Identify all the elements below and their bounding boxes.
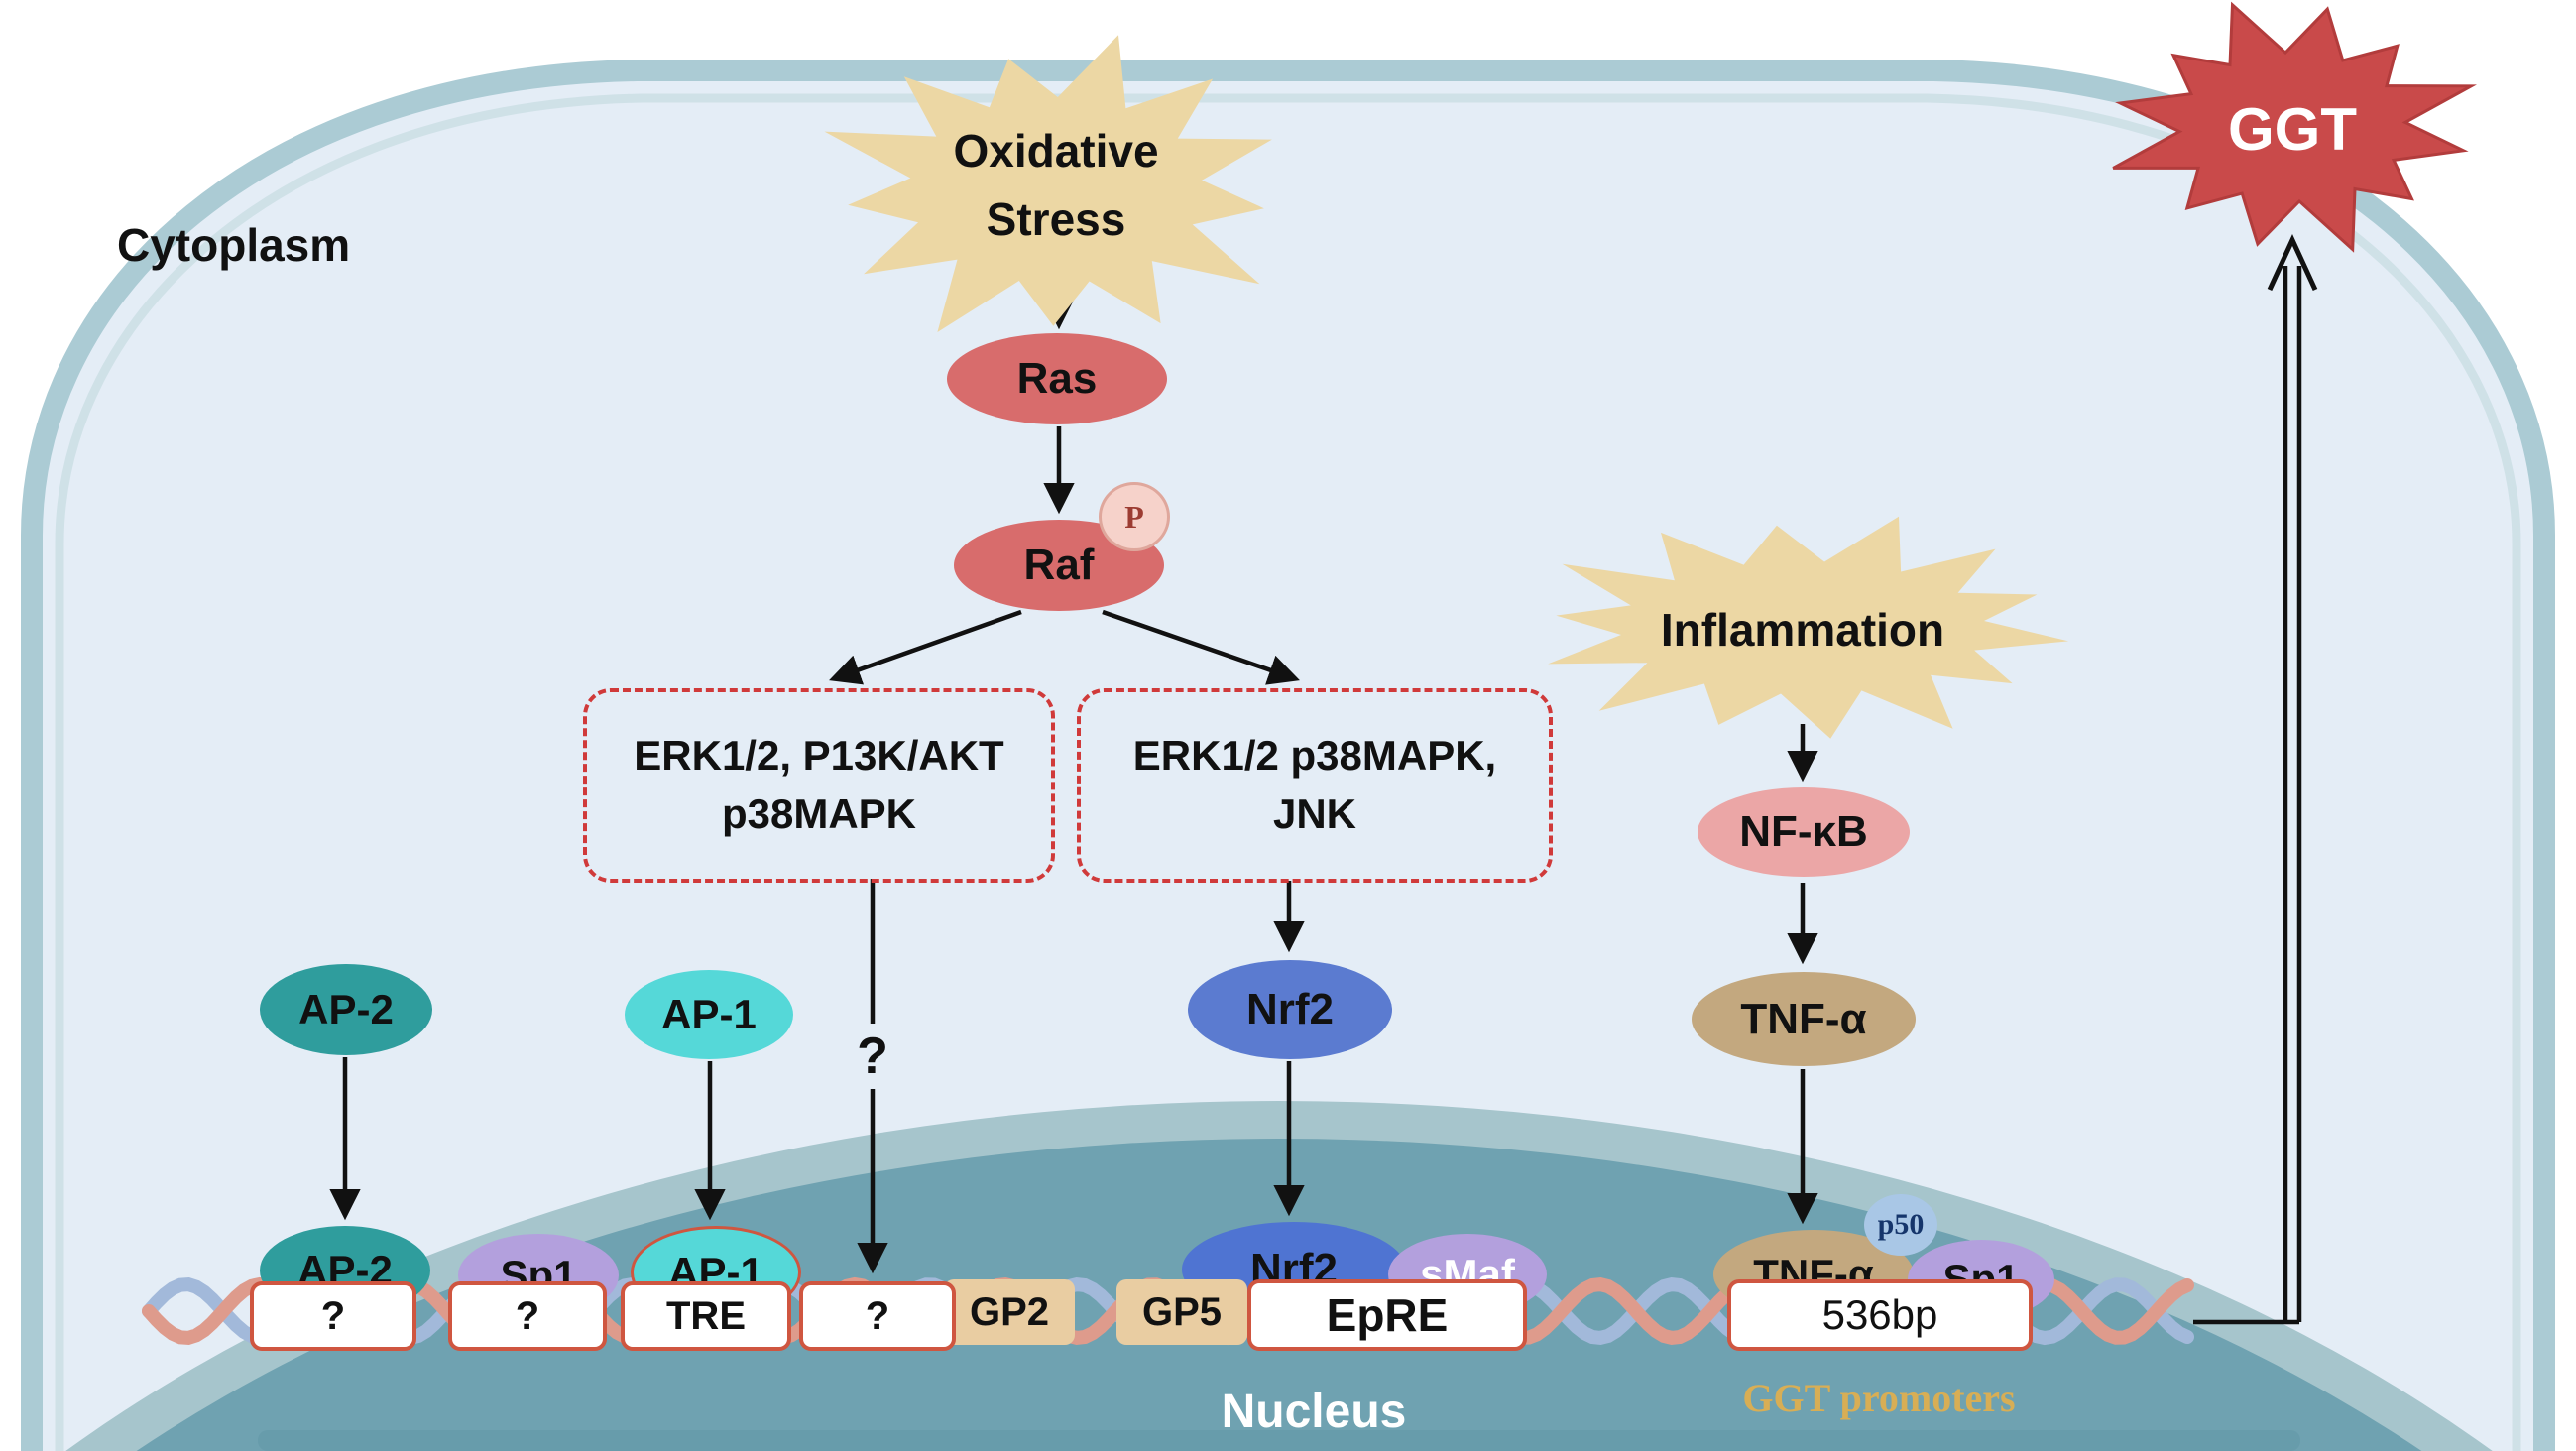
- nucleus-label: Nucleus: [1221, 1386, 1407, 1438]
- cell-membrane-inner-line: [55, 93, 2521, 1451]
- unknown-site-box-1: ?: [250, 1281, 416, 1351]
- ap2-node: AP-2: [260, 964, 432, 1055]
- arrow-dna-to-ggt: [2193, 234, 2318, 1325]
- cytoplasm-label: Cytoplasm: [117, 219, 351, 271]
- tre-site-box: TRE: [621, 1281, 791, 1351]
- ap1-node: AP-1: [625, 970, 793, 1059]
- site-536bp-box: 536bp: [1727, 1279, 2033, 1351]
- nfkb-node: NF-κB: [1698, 787, 1910, 877]
- ggt-starburst: [2112, 1, 2478, 253]
- p50-dna-factor: p50: [1864, 1194, 1937, 1256]
- inflammation-label: Inflammation: [1660, 604, 1945, 656]
- nucleus-bottom-band: [258, 1430, 2300, 1451]
- unknown-factor-label: ?: [841, 1024, 904, 1089]
- inflammation-starburst: [1548, 516, 2069, 739]
- kinase-box-left: ERK1/2, P13K/AKT p38MAPK: [583, 688, 1055, 883]
- oxidative-stress-starburst: [824, 35, 1272, 332]
- gp2-promoter-box: GP2: [944, 1279, 1075, 1345]
- arrow-raf-to-left-kinases: [829, 609, 1022, 685]
- unknown-site-box-2: ?: [448, 1281, 607, 1351]
- unknown-site-box-3: ?: [799, 1281, 956, 1351]
- ggt-label: GGT: [2228, 96, 2357, 163]
- arrow-layer: [329, 234, 2318, 1325]
- ggt-promoters-label: GGT promoters: [1742, 1376, 2016, 1420]
- ras-node: Ras: [947, 333, 1167, 424]
- arrow-raf-to-right-kinases: [1102, 609, 1300, 685]
- starburst-layer: [824, 1, 2478, 739]
- oxidative-stress-label: Oxidative Stress: [953, 125, 1159, 245]
- phospho-badge: P: [1099, 482, 1170, 551]
- tnfa-node: TNF-α: [1692, 972, 1916, 1066]
- cell-membrane: [21, 60, 2555, 1451]
- gp5-promoter-box: GP5: [1116, 1279, 1247, 1345]
- epre-site-box: EpRE: [1247, 1279, 1527, 1351]
- kinase-box-right: ERK1/2 p38MAPK, JNK: [1077, 688, 1553, 883]
- nrf2-node: Nrf2: [1188, 960, 1392, 1059]
